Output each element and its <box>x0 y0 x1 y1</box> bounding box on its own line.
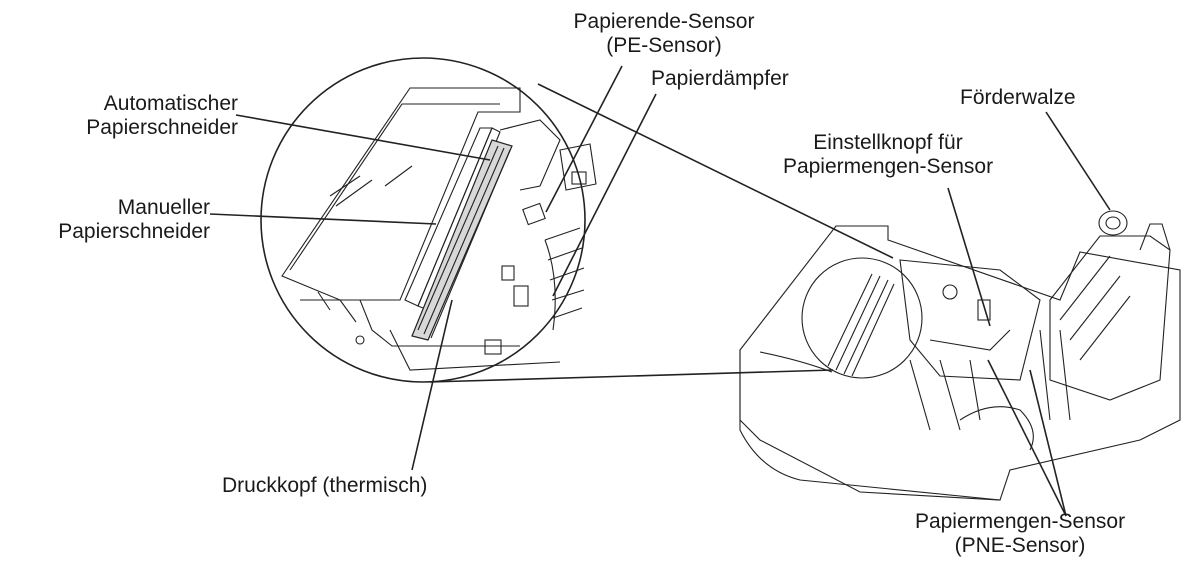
leader-pne-knob <box>947 187 991 327</box>
label-manual-cutter-line2: Papierschneider <box>58 220 210 243</box>
leader-manual-cutter <box>209 213 437 225</box>
label-print-head: Druckkopf (thermisch) <box>222 474 427 498</box>
magnified-detail <box>260 57 894 383</box>
leader-lines <box>209 65 1111 517</box>
label-feed-roller-text: Förderwalze <box>960 86 1076 109</box>
label-pne-sensor: Papiermengen-Sensor (PNE-Sensor) <box>870 510 1170 558</box>
label-pe-sensor-line2: (PE-Sensor) <box>606 34 722 57</box>
leader-auto-cutter <box>235 114 491 161</box>
label-manual-cutter-line1: Manueller <box>117 196 210 219</box>
label-paper-damper-text: Papierdämpfer <box>651 67 789 90</box>
label-auto-cutter-line1: Automatischer <box>103 92 238 115</box>
printer-body <box>739 210 1181 501</box>
label-auto-cutter: Automatischer Papierschneider <box>20 92 238 140</box>
label-pne-knob-line2: Papiermengen-Sensor <box>782 155 994 178</box>
label-pne-knob: Einstellknopf für Papiermengen-Sensor <box>728 131 1048 179</box>
leader-pe-sensor <box>545 65 623 213</box>
label-paper-damper: Papierdämpfer <box>651 67 789 91</box>
leader-pne-sensor-a <box>987 359 1067 517</box>
label-pe-sensor-line1: Papierende-Sensor <box>573 10 755 33</box>
label-pe-sensor: Papierende-Sensor (PE-Sensor) <box>564 10 764 58</box>
label-pne-sensor-line1: Papiermengen-Sensor <box>914 510 1126 533</box>
label-feed-roller: Förderwalze <box>960 86 1076 110</box>
label-print-head-text: Druckkopf (thermisch) <box>222 474 428 497</box>
label-auto-cutter-line2: Papierschneider <box>86 116 238 139</box>
magnifier-circle <box>260 57 586 383</box>
leader-pne-sensor-b <box>1029 369 1067 517</box>
leader-feed-roller <box>1045 111 1111 211</box>
connector-line-bottom <box>429 369 834 383</box>
label-manual-cutter: Manueller Papierschneider <box>0 196 210 244</box>
leader-paper-damper <box>552 93 657 297</box>
leader-print-head <box>411 299 453 471</box>
label-pne-sensor-line2: (PNE-Sensor) <box>954 534 1086 557</box>
detail-locator-circle <box>801 257 923 379</box>
label-pne-knob-line1: Einstellknopf für <box>813 131 963 154</box>
